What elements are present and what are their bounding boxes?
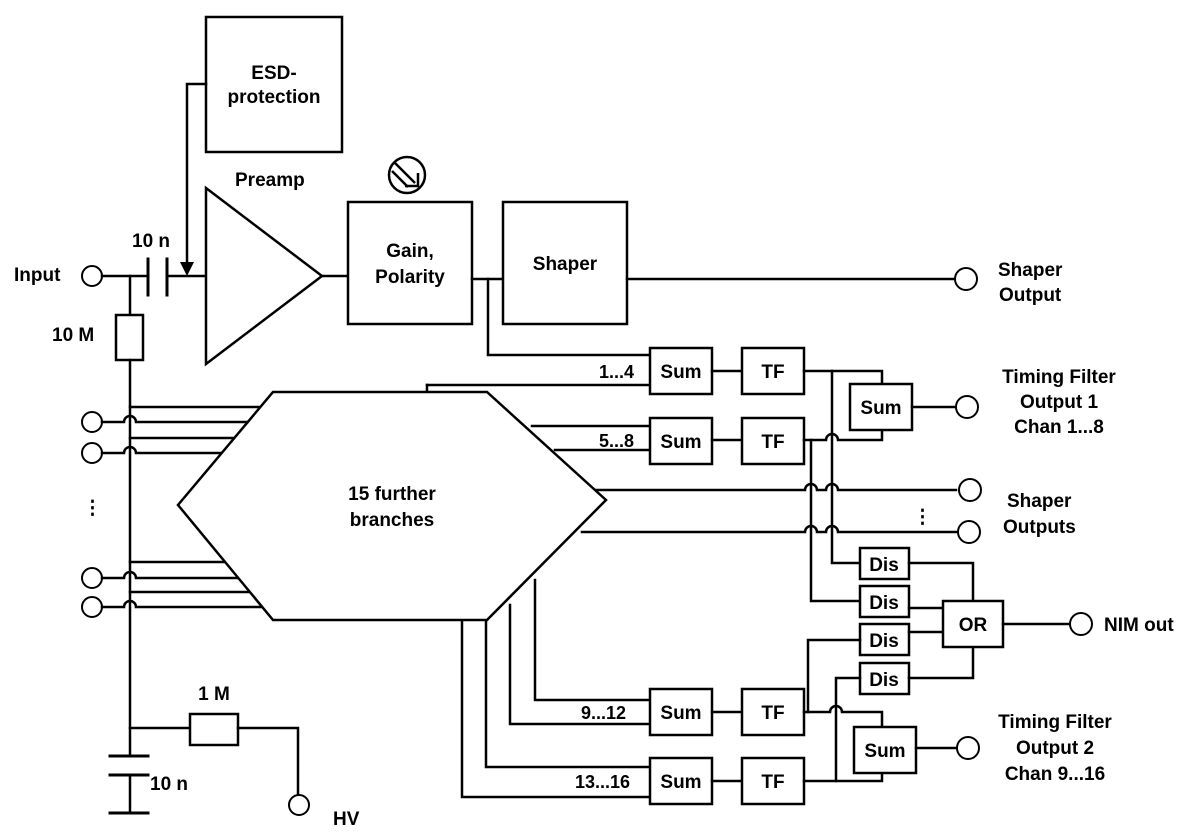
hv-resistor-label: 1 M — [198, 684, 230, 705]
potentiometer-icon — [387, 155, 427, 195]
sum-label-1: Sum — [660, 362, 701, 383]
gain-polarity-block — [346, 200, 474, 326]
discriminator-1 — [858, 546, 911, 581]
shaper-outputs-label-1: Shaper — [1007, 491, 1072, 512]
hexagon-label-2: branches — [350, 510, 434, 531]
shaper-label: Shaper — [533, 254, 598, 275]
coupling-cap-label: 10 n — [132, 231, 170, 252]
shaper-outputs-ellipsis: ⋮ — [913, 507, 932, 528]
sum-block-3 — [648, 687, 714, 737]
wire-tf3-sumout2 — [802, 704, 884, 729]
sum-out-block-1 — [848, 382, 914, 432]
coupling-capacitor — [146, 257, 169, 297]
tf-block-4 — [740, 756, 806, 806]
wire-ch9-12-a — [533, 578, 652, 702]
sum-label-4: Sum — [660, 772, 701, 793]
wire-tf2-dis2 — [809, 438, 862, 603]
wire-ch13-16-b — [460, 618, 652, 799]
discriminator-label-1: Dis — [869, 555, 899, 576]
timing-output-1-label-2: Output 1 — [1020, 392, 1099, 413]
timing-output-1-terminal — [955, 395, 979, 419]
shaper-output-label-2: Output — [999, 285, 1062, 306]
wire-tf4-sumout2 — [802, 770, 884, 783]
bias-resistor-label: 10 M — [52, 325, 94, 346]
wire-ch13-16-a — [484, 618, 652, 769]
hv-resistor — [188, 712, 240, 747]
sum-out-block-2 — [852, 725, 918, 775]
discriminator-label-4: Dis — [869, 670, 899, 691]
gain-label-2: Polarity — [375, 267, 445, 288]
timing-output-2-label-2: Output 2 — [1016, 738, 1094, 759]
esd-protection-block — [204, 15, 344, 154]
preamp-label: Preamp — [235, 170, 305, 191]
timing-output-2-label-1: Timing Filter — [998, 712, 1112, 733]
branch-ellipsis: ⋮ — [83, 498, 102, 519]
wire-tf1-dis1 — [830, 369, 862, 565]
preamp-triangle — [204, 185, 325, 367]
wire-tap-sum1 — [486, 277, 652, 357]
or-gate — [941, 599, 1005, 649]
sum-label-2: Sum — [660, 432, 701, 453]
tf-label-1: TF — [761, 362, 784, 383]
hv-filter-capacitor — [108, 754, 150, 815]
input-terminal — [81, 265, 103, 287]
tf-label-2: TF — [761, 432, 784, 453]
shaper-block — [501, 200, 629, 326]
wire-esd — [185, 82, 208, 264]
timing-output-2-label-3: Chan 9...16 — [1005, 764, 1105, 785]
timing-output-2-terminal — [956, 736, 980, 760]
further-branches-hexagon — [176, 390, 608, 622]
or-gate-label: OR — [959, 615, 988, 636]
timing-output-1-label-1: Timing Filter — [1002, 367, 1116, 388]
tf-label-4: TF — [761, 772, 784, 793]
channels-9-12-label: 9...12 — [581, 703, 626, 723]
esd-label-1: ESD- — [251, 63, 296, 84]
wire-tf1-sumout1 — [802, 369, 884, 386]
wire-dis1-or — [907, 561, 975, 603]
wire-shaper-outputs-a — [588, 482, 958, 492]
discriminator-3 — [858, 622, 911, 657]
wire-dis4-or — [907, 645, 975, 680]
channels-13-16-label: 13...16 — [575, 772, 630, 792]
shaper-outputs-label-2: Outputs — [1003, 517, 1076, 538]
wire-ch9-12-b — [508, 603, 652, 726]
gain-label-1: Gain, — [386, 241, 434, 262]
wire-hv — [236, 726, 300, 797]
tf-label-3: TF — [761, 703, 784, 724]
channels-5-8-label: 5...8 — [599, 431, 634, 451]
sum-out-label-2: Sum — [864, 741, 905, 762]
shaper-outputs-terminal-2 — [957, 520, 981, 544]
sum-out-label-1: Sum — [860, 398, 901, 419]
hv-label: HV — [333, 809, 360, 830]
shaper-output-label-1: Shaper — [998, 260, 1063, 281]
wire-shaper-outputs-b — [580, 524, 958, 534]
wire-tf3-dis3 — [806, 638, 862, 714]
tf-block-1 — [740, 346, 806, 396]
sum-block-1 — [648, 346, 714, 396]
wire-tf4-dis4 — [834, 676, 862, 783]
shaper-output-terminal — [954, 267, 978, 291]
channels-1-4-label: 1...4 — [599, 362, 634, 382]
nim-output-label: NIM out — [1104, 615, 1174, 636]
discriminator-label-2: Dis — [869, 593, 899, 614]
esd-label-2: protection — [228, 87, 321, 108]
hexagon-label-1: 15 further — [348, 484, 436, 505]
nim-output-terminal — [1069, 612, 1093, 636]
discriminator-label-3: Dis — [869, 631, 899, 652]
hv-filter-cap-label: 10 n — [150, 774, 188, 795]
timing-output-1-label-3: Chan 1...8 — [1014, 417, 1104, 438]
discriminator-2 — [858, 584, 911, 619]
input-label: Input — [14, 265, 61, 286]
arrow-down-icon — [180, 262, 194, 276]
shaper-outputs-terminal-1 — [958, 478, 982, 502]
hv-terminal — [288, 794, 310, 816]
bias-resistor — [114, 313, 145, 362]
sum-label-3: Sum — [660, 703, 701, 724]
